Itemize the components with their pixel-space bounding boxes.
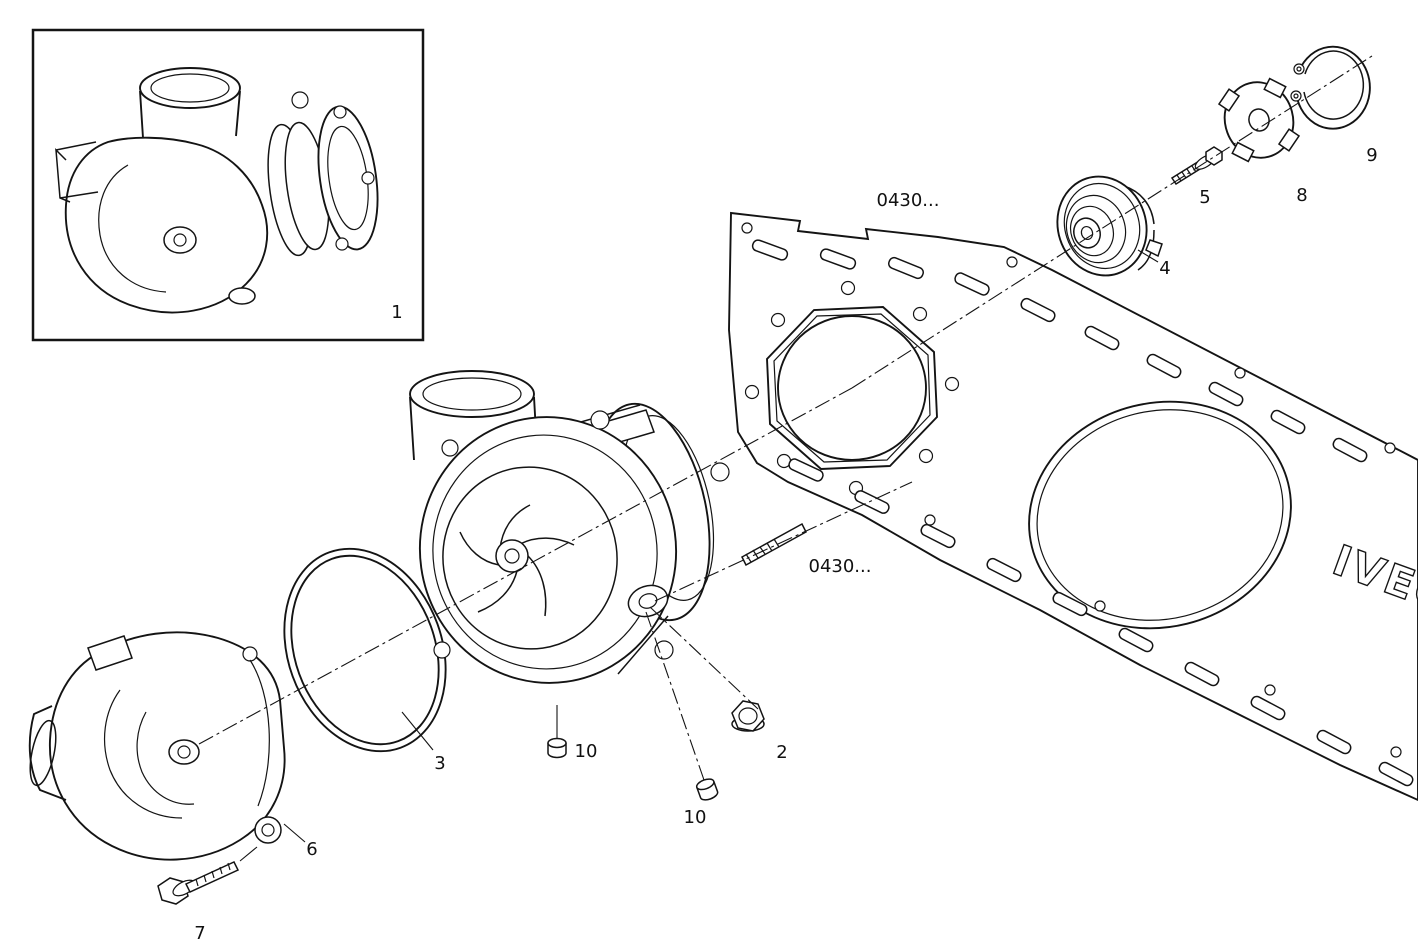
pump-cover <box>28 631 286 861</box>
water-pump-body <box>409 370 730 684</box>
callout-part-8: 8 <box>1296 185 1307 206</box>
impeller <box>459 504 575 617</box>
callout-part-5: 5 <box>1199 187 1210 208</box>
callout-part-10-lower: 10 <box>684 807 707 828</box>
callout-part-4: 4 <box>1159 258 1170 279</box>
stud <box>741 522 807 567</box>
o-ring-seal <box>283 547 447 753</box>
pulley <box>1056 175 1163 277</box>
callout-part-2: 2 <box>776 742 787 763</box>
drive-plate <box>1217 77 1301 163</box>
callout-part-6: 6 <box>306 839 317 860</box>
callout-part-7: 7 <box>194 923 205 944</box>
callout-part-3: 3 <box>434 753 445 774</box>
inset-assembled-pump <box>31 28 425 342</box>
callout-labels: 1 2 3 4 5 6 7 8 9 10 10 0430... 0430... <box>194 145 1377 944</box>
callout-part-10-upper: 10 <box>575 741 598 762</box>
bolt-7 <box>157 846 258 905</box>
callout-part-1: 1 <box>391 302 402 323</box>
gasket-slots-upper <box>751 239 1368 463</box>
ref-number-stud: 0430... <box>809 556 872 577</box>
nut-2 <box>731 700 765 732</box>
plug-10-upper <box>547 705 567 759</box>
timing-cover-gasket: IVECO <box>728 211 1418 802</box>
gasket-slots-lower <box>788 458 1414 787</box>
ref-number-gasket: 0430... <box>877 190 940 211</box>
assembly-axis-lines <box>198 55 1373 843</box>
callout-part-9: 9 <box>1366 145 1377 166</box>
snap-ring <box>1290 45 1371 130</box>
plug-10-lower <box>695 778 719 801</box>
